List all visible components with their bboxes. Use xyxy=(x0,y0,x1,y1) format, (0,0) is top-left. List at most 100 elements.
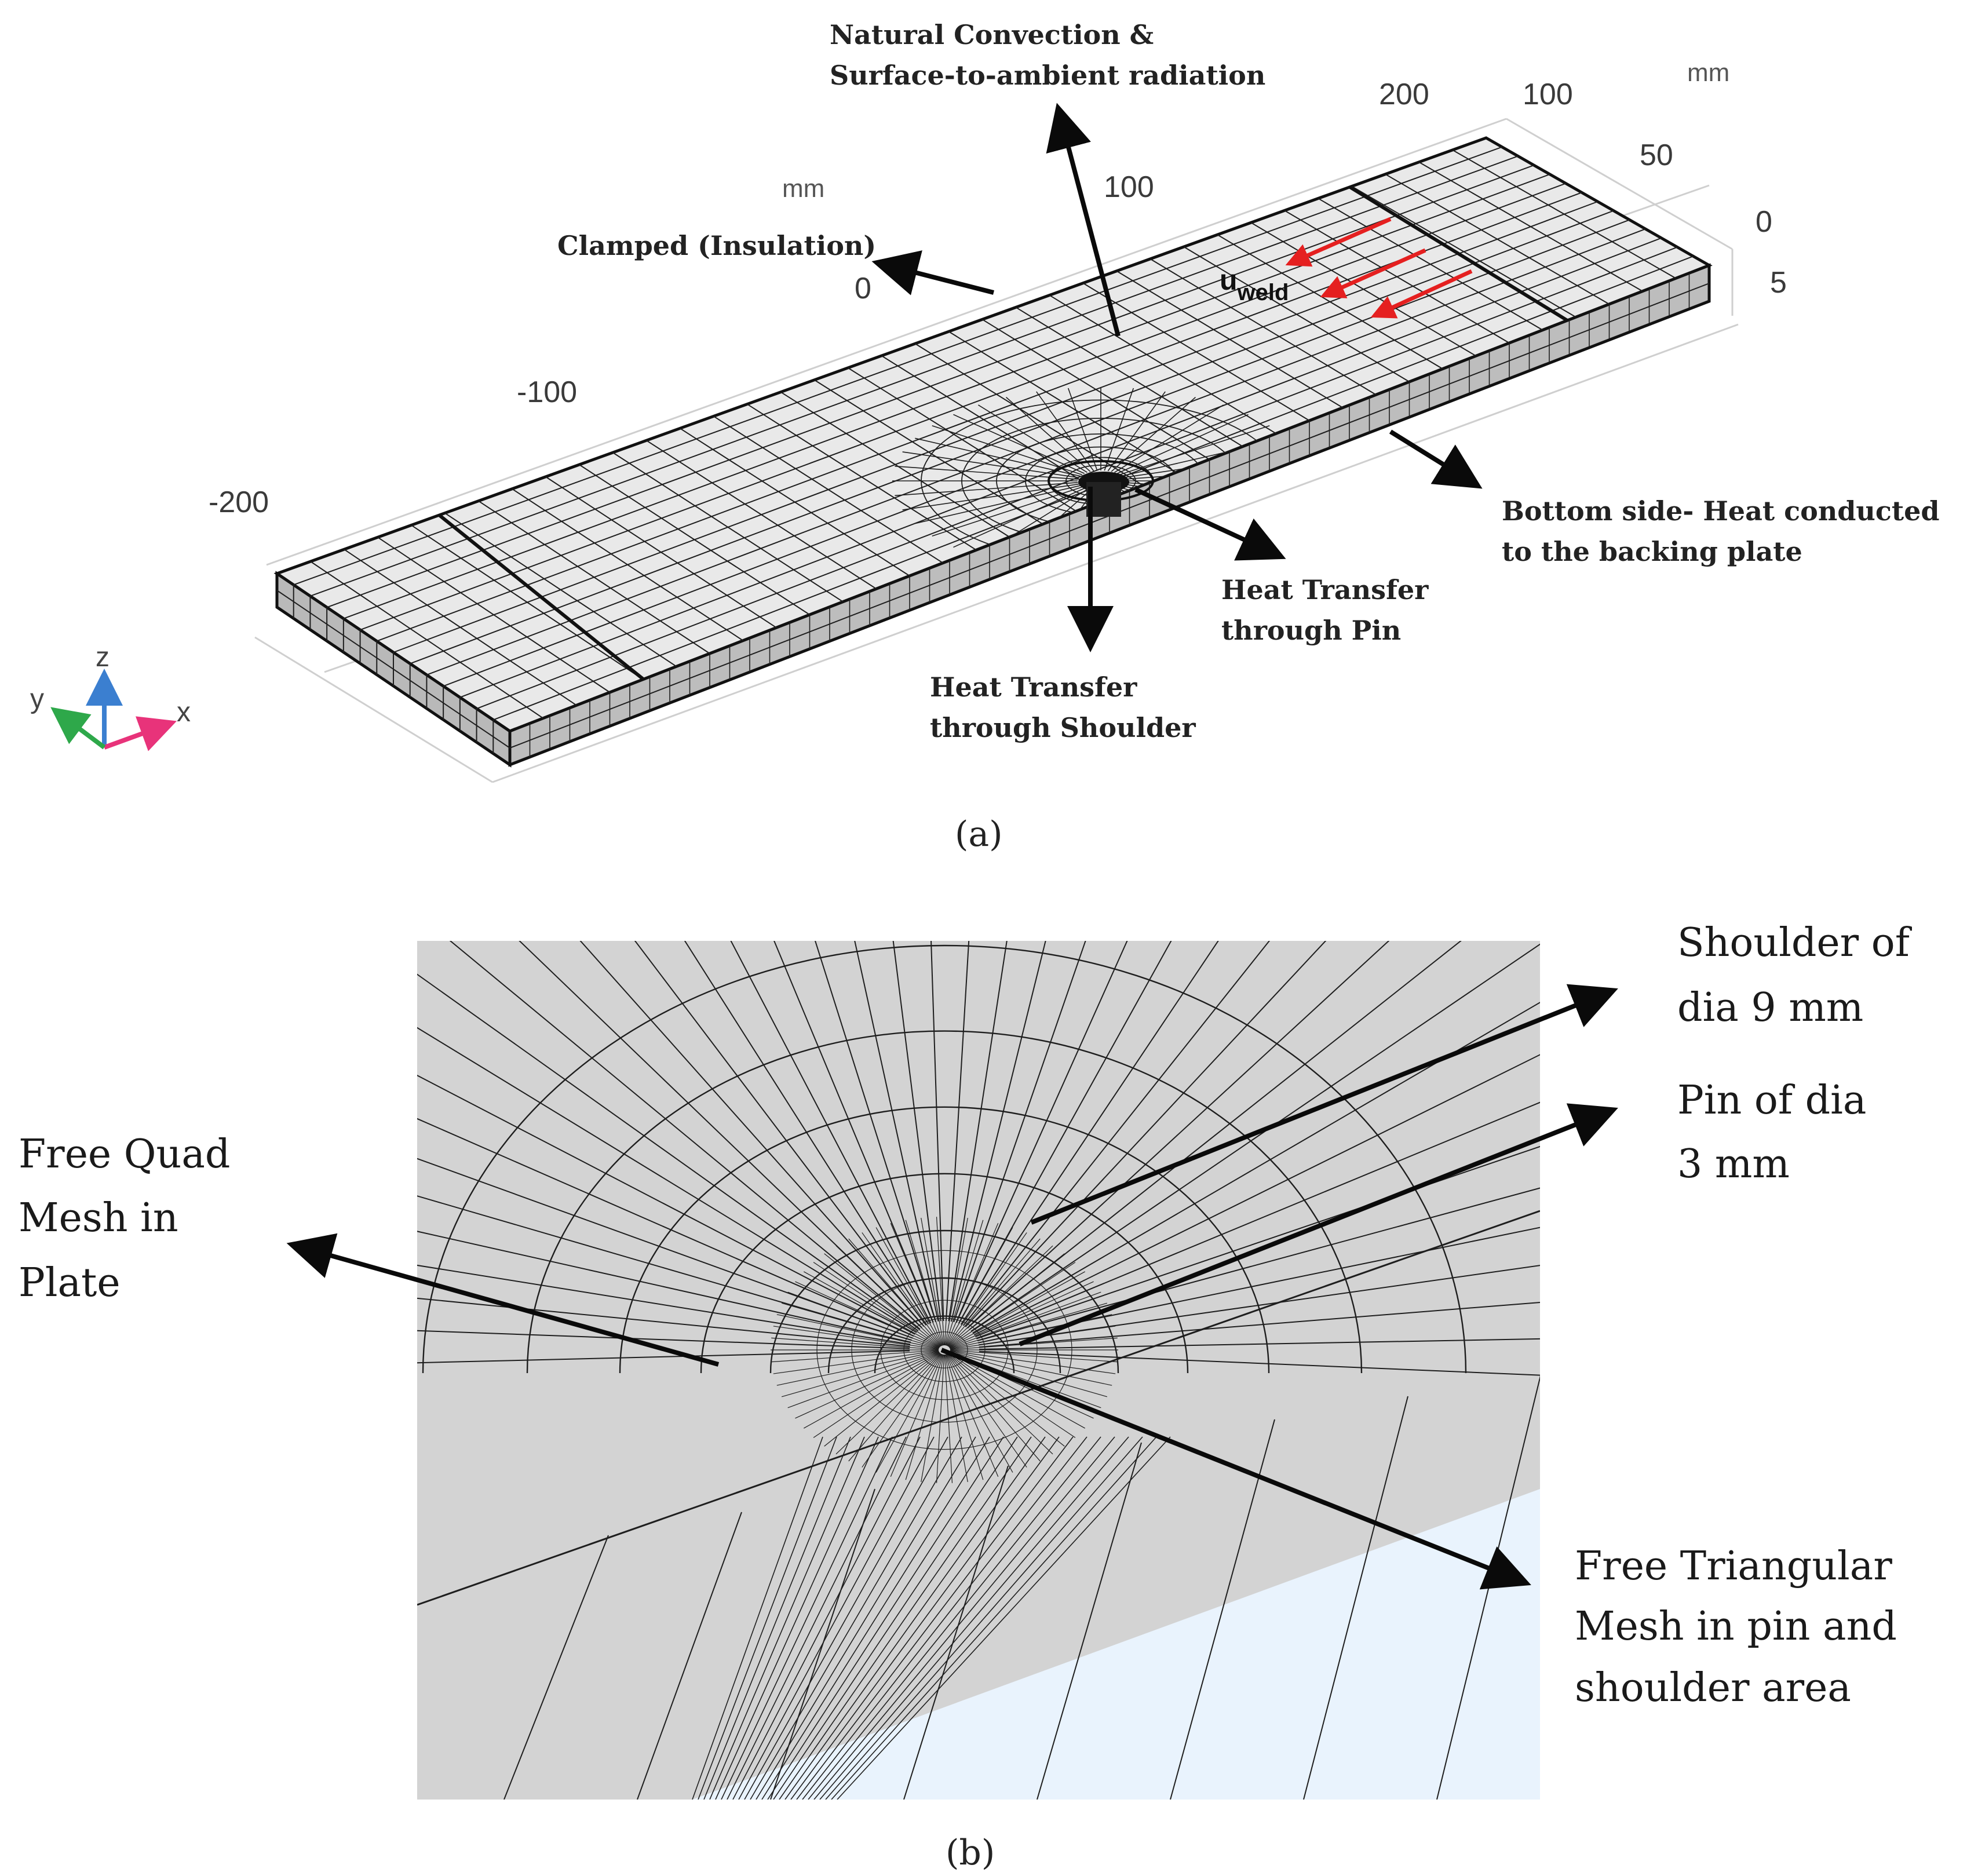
arc-mesh-line xyxy=(526,1030,1363,1374)
clamped-arrow xyxy=(871,250,994,295)
triangular-mesh-ring xyxy=(851,1277,1038,1423)
side-face-line xyxy=(709,1436,865,1800)
triangular-mesh-line xyxy=(905,1354,944,1480)
radial-mesh-line xyxy=(417,1158,913,1339)
radial-mesh-line xyxy=(965,941,1327,1327)
triangular-mesh-line xyxy=(804,1271,940,1348)
radial-mesh-line xyxy=(417,1264,911,1345)
side-face-line xyxy=(738,1436,935,1800)
side-face-line xyxy=(773,1436,1018,1800)
refinement-ray xyxy=(915,437,1081,477)
radial-mesh-line xyxy=(417,1195,912,1341)
y-tick-100: 100 xyxy=(1523,78,1573,111)
triangular-mesh-ring xyxy=(903,1317,986,1382)
side-face-line xyxy=(813,1436,1115,1800)
radial-mesh-line xyxy=(979,1301,1540,1348)
radial-mesh-line xyxy=(955,941,1128,1323)
shoulder-label-line1: Shoulder of xyxy=(1677,920,1913,966)
x-axis-unit: mm xyxy=(782,174,824,203)
triangular-mesh-line xyxy=(950,1351,1108,1397)
triangular-mesh-line xyxy=(875,1354,943,1473)
plate-top-face xyxy=(273,136,1713,733)
triangular-mesh-line xyxy=(945,1354,984,1480)
zoom-mesh-lines xyxy=(417,941,1540,1800)
z-tick-50: 50 xyxy=(1640,138,1673,172)
radial-mesh-line xyxy=(958,941,1172,1324)
radial-mesh-line xyxy=(730,941,932,1324)
mesh-line xyxy=(360,183,1566,631)
bottom-label-line1: Bottom side- Heat conducted xyxy=(1502,495,1940,527)
side-face-line xyxy=(750,1436,962,1800)
side-face-line xyxy=(796,1436,1074,1800)
radial-mesh-line xyxy=(519,941,922,1328)
triangular-mesh-line xyxy=(947,1238,1041,1346)
quad-label-line2: Mesh in xyxy=(19,1195,178,1241)
radial-mesh-line xyxy=(684,941,929,1325)
triangular-mesh-line xyxy=(875,1227,943,1346)
triangular-mesh-line xyxy=(944,1354,968,1483)
shoulder-dia-arrow xyxy=(1030,984,1618,1225)
triangular-mesh-line xyxy=(946,1223,999,1346)
triangular-mesh-line xyxy=(787,1351,940,1408)
triangular-mesh-line xyxy=(948,1262,1076,1348)
radial-mesh-line xyxy=(970,943,1540,1332)
triangular-mesh-line xyxy=(936,1354,945,1483)
radial-mesh-line xyxy=(960,941,1219,1325)
triangular-mesh-line xyxy=(795,1281,940,1348)
triangular-mesh-line xyxy=(781,1351,939,1397)
triangular-mesh-line xyxy=(949,1291,1101,1349)
x-tick-minus-100: -100 xyxy=(517,375,577,409)
radial-mesh-line xyxy=(449,941,921,1330)
arc-mesh-line xyxy=(700,1173,1189,1374)
partition-line-left xyxy=(438,513,644,681)
arc-mesh-line xyxy=(422,944,1467,1374)
arc-mesh-line xyxy=(874,1315,1015,1374)
side-face-line xyxy=(790,1436,1060,1800)
velocity-arrow-1 xyxy=(1285,217,1392,267)
triad-x-axis xyxy=(103,716,177,751)
triangular-mesh-line xyxy=(950,1337,1118,1350)
triangular-mesh-line xyxy=(771,1350,939,1363)
triangular-mesh-line xyxy=(948,1352,1085,1429)
radial-mesh-line xyxy=(967,941,1390,1329)
radial-mesh-line xyxy=(892,941,941,1322)
pin-arrow xyxy=(1134,487,1286,561)
refinement-ray xyxy=(1111,397,1196,472)
refinement-ray xyxy=(895,465,1078,480)
radial-mesh-line xyxy=(945,941,970,1322)
mesh-line xyxy=(476,246,1678,710)
mesh-line xyxy=(343,173,1550,619)
z-axis-unit: mm xyxy=(1687,59,1729,87)
triangular-mesh-line xyxy=(947,1353,1053,1455)
triangular-mesh-ring xyxy=(880,1300,1009,1400)
triangular-mesh-line xyxy=(950,1351,1112,1386)
side-face-line xyxy=(770,1488,875,1800)
triad-z-label: z xyxy=(96,642,110,673)
x-tick-100: 100 xyxy=(1104,170,1154,204)
zoom-plate-face xyxy=(417,941,1540,1800)
triangular-mesh-line xyxy=(835,1245,941,1347)
triangular-mesh-line xyxy=(947,1353,1041,1462)
side-face-line xyxy=(703,1436,851,1800)
radial-mesh-line xyxy=(417,1330,910,1349)
x-tick-0: 0 xyxy=(855,272,871,305)
refinement-ray xyxy=(953,414,1085,475)
triangular-mesh-line xyxy=(813,1352,940,1438)
triad-y-label: y xyxy=(30,684,44,714)
refinement-ray xyxy=(953,487,1085,548)
triangular-mesh-line xyxy=(948,1271,1085,1348)
triangular-mesh-line xyxy=(804,1352,940,1429)
mesh-line xyxy=(443,228,1646,687)
triangular-mesh-line xyxy=(781,1302,939,1349)
side-face-line xyxy=(698,1436,837,1800)
side-face-line xyxy=(715,1436,879,1800)
triangular-mesh-line xyxy=(950,1302,1108,1349)
refinement-ray xyxy=(1119,425,1270,476)
bottom-arrow xyxy=(1389,429,1483,489)
partition-line-right xyxy=(1349,185,1568,322)
refinement-ray xyxy=(1067,388,1098,471)
pin-label-line1: Heat Transfer xyxy=(1221,574,1429,605)
triangular-mesh-line xyxy=(947,1245,1053,1347)
side-face-line xyxy=(808,1436,1101,1800)
triangular-mesh-line xyxy=(950,1350,1118,1363)
